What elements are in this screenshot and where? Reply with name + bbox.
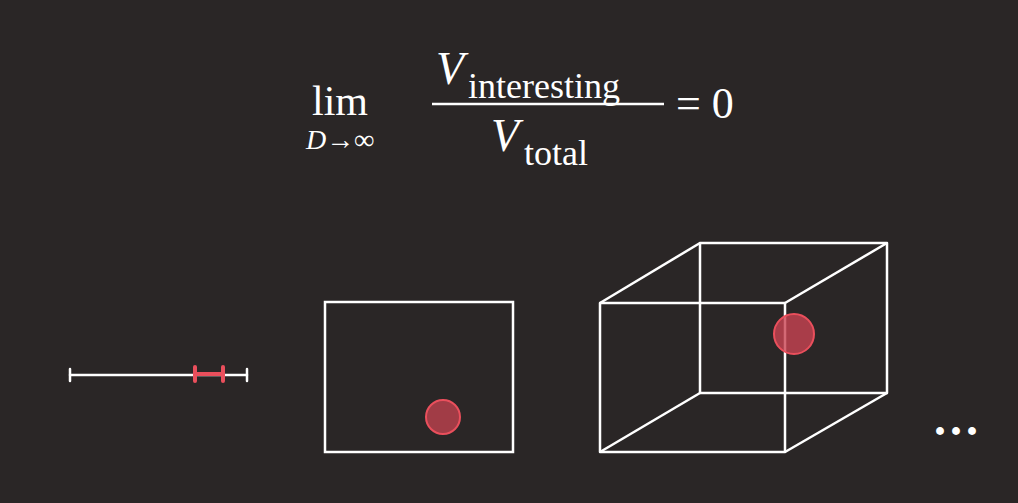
line-1d: [70, 369, 247, 381]
cube-3d: [600, 243, 887, 452]
disk-2d: [426, 400, 460, 434]
limit-operator: lim: [312, 80, 368, 122]
volume-subscript: interesting: [468, 68, 620, 104]
sphere-3d: [774, 314, 814, 354]
limit-subscript: D→∞: [306, 126, 374, 154]
square-2d: [325, 302, 513, 452]
ellipsis: ...: [934, 395, 982, 443]
volume-subscript: total: [524, 135, 588, 171]
volume-symbol: V: [491, 113, 519, 159]
volume-symbol: V: [436, 46, 464, 92]
interval-1d: [195, 367, 223, 381]
equals-zero: = 0: [676, 82, 734, 126]
